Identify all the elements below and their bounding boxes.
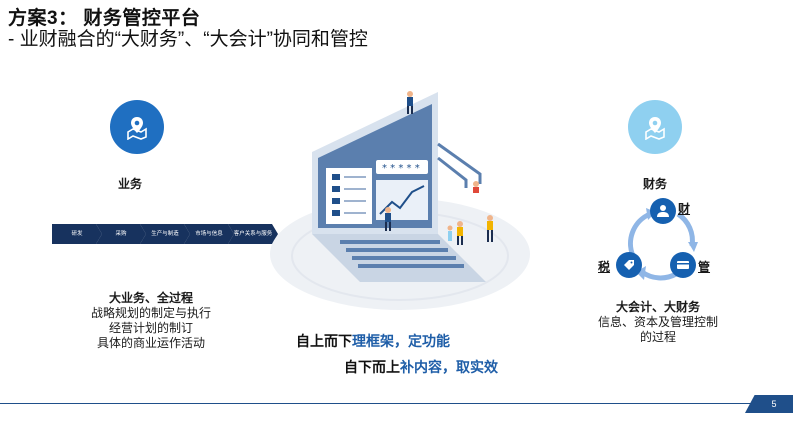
business-value-chain: 研发 采购 生产与制造 市场与信息 客户关系与服务 — [52, 224, 278, 244]
password-text: * * * * * — [382, 163, 420, 174]
footer-divider — [0, 403, 760, 404]
business-icon-circle — [110, 100, 164, 154]
guan-node — [670, 252, 696, 278]
business-summary: 大业务、全过程 战略规划的制定与执行 经营计划的制订 具体的商业运作活动 — [56, 291, 246, 351]
business-label: 业务 — [118, 177, 143, 191]
person-figure — [447, 225, 453, 241]
finance-label: 财务 — [643, 177, 668, 191]
slogan-prefix: 自下而上 — [344, 359, 400, 375]
shui-node — [616, 252, 642, 278]
page-subtitle: - 业财融合的“大财务”、“大会计”协同和管控 — [8, 29, 368, 50]
cai-label: 财 — [678, 202, 691, 216]
slogan-highlight: 理框架，定功能 — [352, 333, 450, 349]
cycle-arrows — [628, 208, 698, 281]
page-title: 方案3： 财务管控平台 — [8, 8, 201, 29]
chain-step: 采购 — [96, 224, 146, 244]
person-figure — [473, 181, 479, 193]
finance-summary-title: 大会计、大财务 — [615, 300, 700, 314]
person-figure — [385, 207, 391, 231]
map-pin-icon — [645, 117, 665, 140]
finance-cycle: 财 税 管 — [598, 196, 716, 286]
finance-line: 的过程 — [639, 330, 676, 344]
business-line: 经营计划的制订 — [108, 321, 193, 335]
person-figure — [487, 215, 493, 242]
business-line: 具体的商业运作活动 — [96, 336, 205, 350]
doctor-icon — [657, 205, 669, 217]
cai-node — [650, 198, 676, 224]
slogan-prefix: 自上而下 — [296, 333, 352, 349]
business-summary-title: 大业务、全过程 — [108, 291, 193, 305]
guan-label: 管 — [698, 260, 711, 274]
card-icon — [677, 261, 689, 269]
slogan-top-down: 自上而下理框架，定功能 — [296, 331, 450, 351]
slogan-highlight: 补内容，取实效 — [400, 359, 498, 375]
shui-label: 税 — [598, 260, 611, 274]
page-number: 5 — [745, 395, 793, 413]
chain-step: 客户关系与服务 — [228, 224, 278, 244]
business-line: 战略规划的制定与执行 — [90, 306, 211, 320]
slogan-bottom-up: 自下而上补内容，取实效 — [344, 357, 498, 377]
person-figure — [407, 91, 413, 114]
finance-line: 信息、资本及管理控制 — [597, 315, 718, 329]
chain-step: 研发 — [52, 224, 102, 244]
tax-tag-icon — [624, 260, 634, 270]
person-figure — [457, 221, 463, 245]
chain-step: 生产与制造 — [140, 224, 190, 244]
laptop-illustration: * * * * * — [270, 91, 530, 310]
finance-icon-circle — [628, 100, 682, 154]
chain-step: 市场与信息 — [184, 224, 234, 244]
map-pin-icon — [127, 117, 147, 140]
finance-summary: 大会计、大财务 信息、资本及管理控制 的过程 — [578, 300, 738, 345]
